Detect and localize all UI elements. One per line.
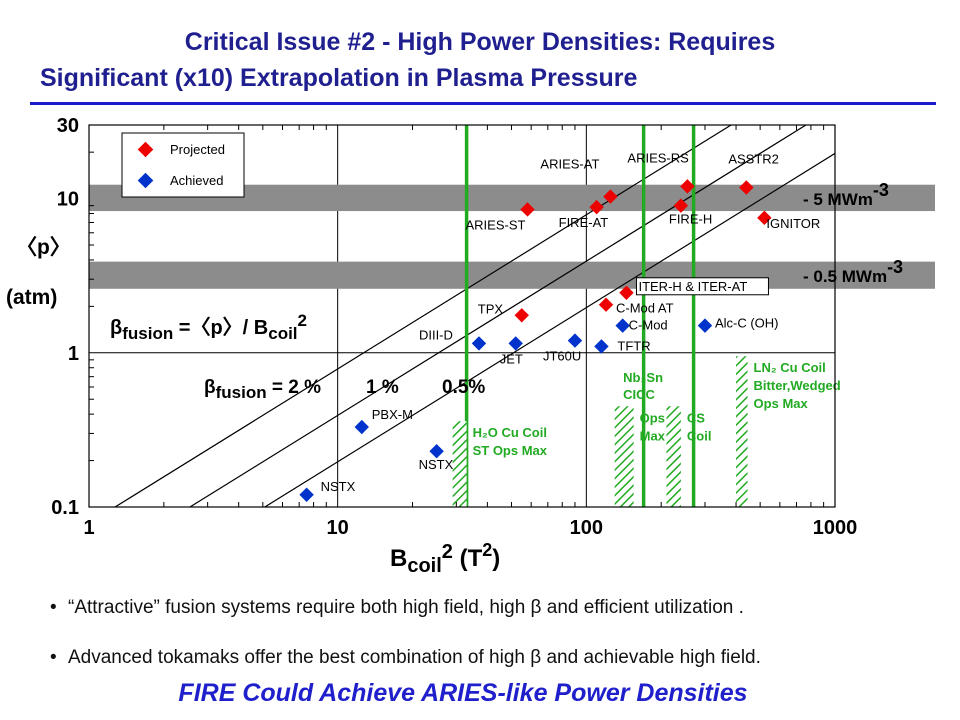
legend-marker: [137, 172, 154, 189]
limit-region-label: Coil: [687, 428, 712, 443]
y-tick-label: 30: [57, 115, 79, 137]
page-title-line2: Significant (x10) Extrapolation in Plasm…: [40, 64, 638, 92]
limit-region-label: LN₂ Cu Coil: [754, 360, 826, 375]
data-point: [594, 339, 609, 354]
beta-line-label: 1 %: [366, 377, 399, 398]
beta-line: [263, 152, 835, 507]
beta-line-label: βfusion = 2 %: [204, 377, 321, 402]
y-tick-label: 10: [57, 189, 79, 211]
pressure-vs-field-chart: - 5 MWm-3 - 0.5 MWm-3 H₂O Cu Coil ST Ops M…: [6, 115, 935, 577]
data-point: [520, 202, 535, 217]
limit-annotation: Nb₃Sn: [623, 370, 663, 385]
bullet-dot: •: [50, 597, 57, 618]
limit-region: [666, 406, 681, 507]
data-point: [299, 487, 314, 502]
point-label: ARIES-ST: [466, 217, 526, 232]
limit-region-label: Ops: [640, 410, 665, 425]
point-label: ARIES-AT: [540, 157, 599, 172]
data-point: [757, 210, 772, 226]
limit-region: [736, 356, 748, 507]
point-label: NSTX: [321, 479, 356, 494]
data-point: [508, 336, 523, 351]
point-label: IGNITOR: [766, 216, 820, 231]
data-point: [619, 285, 634, 300]
point-label: ASSTR2: [728, 151, 779, 166]
point-label: ITER-H & ITER-AT: [638, 279, 747, 294]
beta-line: [188, 125, 808, 507]
point-label: DIII-D: [419, 327, 453, 342]
legend-box: [121, 132, 245, 198]
x-tick-label: 10: [327, 517, 349, 539]
data-point: [673, 198, 689, 213]
data-point: [354, 419, 369, 435]
x-tick-label: 100: [570, 517, 603, 539]
bullet-1: • “Attractive” fusion systems require bot…: [50, 597, 744, 619]
limit-region: [614, 406, 634, 507]
y-tick-label: 0.1: [51, 497, 79, 519]
title-divider: [30, 102, 936, 105]
limit-region-label: Bitter,Wedged: [754, 378, 841, 393]
beta-line-label: 0.5%: [442, 377, 485, 398]
beta-formula: βfusion =〈p〉/ Bcoil2: [110, 311, 307, 343]
bullet-2-text: Advanced tokamaks offer the best combina…: [68, 647, 761, 668]
y-axis-label: 〈p〉: [16, 235, 71, 259]
y-tick-label: 1: [68, 343, 79, 365]
limit-region-label: CS: [687, 410, 705, 425]
point-label-box: [635, 277, 769, 296]
power-band: [89, 261, 935, 289]
point-label: TFTR: [617, 338, 650, 353]
limit-region-label: Ops Max: [754, 396, 809, 411]
data-point: [615, 318, 630, 333]
point-label: TPX: [478, 301, 504, 316]
y-axis-label-unit: (atm): [6, 286, 57, 309]
data-point: [598, 297, 614, 312]
page-title-line1: Critical Issue #2 - High Power Densities…: [184, 28, 776, 56]
bullet-2: • Advanced tokamaks offer the best combin…: [50, 647, 761, 669]
data-point: [603, 189, 618, 204]
point-label: C-Mod AT: [616, 301, 674, 316]
limit-region-label: ST Ops Max: [473, 443, 548, 458]
power-band-label: - 5 MWm-3: [803, 180, 889, 209]
point-label: C-Mod: [629, 318, 668, 333]
data-point: [739, 180, 754, 195]
data-point: [471, 336, 487, 351]
point-label: NSTX: [419, 457, 454, 472]
beta-line: [113, 125, 733, 507]
data-point: [680, 179, 695, 194]
bullet-dot: •: [50, 647, 57, 668]
x-tick-label: 1000: [813, 517, 858, 539]
point-label: PBX-M: [372, 407, 413, 422]
point-label: JT60U: [543, 349, 581, 364]
point-label: ARIES-RS: [627, 150, 689, 165]
point-label: Alc-C (OH): [715, 316, 779, 331]
data-point: [514, 308, 529, 323]
limit-region-label: Max: [640, 428, 666, 443]
point-label: JET: [500, 351, 523, 366]
point-label: FIRE-AT: [559, 215, 609, 230]
legend-marker: [137, 141, 154, 158]
data-point: [697, 318, 713, 333]
data-point: [429, 444, 444, 459]
x-axis-label: Bcoil2 (T2): [390, 540, 500, 577]
power-band-label: - 0.5 MWm-3: [803, 257, 903, 286]
x-tick-label: 1: [83, 517, 94, 539]
data-point: [567, 333, 583, 348]
limit-region-label: H₂O Cu Coil: [473, 425, 547, 440]
data-point: [589, 199, 604, 215]
legend-label: Projected: [170, 142, 225, 157]
footer-text: FIRE Could Achieve ARIES-like Power Dens…: [178, 679, 748, 707]
limit-annotation: CICC: [623, 387, 655, 402]
point-label: FIRE-H: [669, 212, 712, 227]
plot-frame: [88, 124, 836, 508]
bullet-1-text: “Attractive” fusion systems require both…: [68, 597, 744, 618]
legend-label: Achieved: [170, 173, 223, 188]
limit-region: [452, 421, 467, 507]
